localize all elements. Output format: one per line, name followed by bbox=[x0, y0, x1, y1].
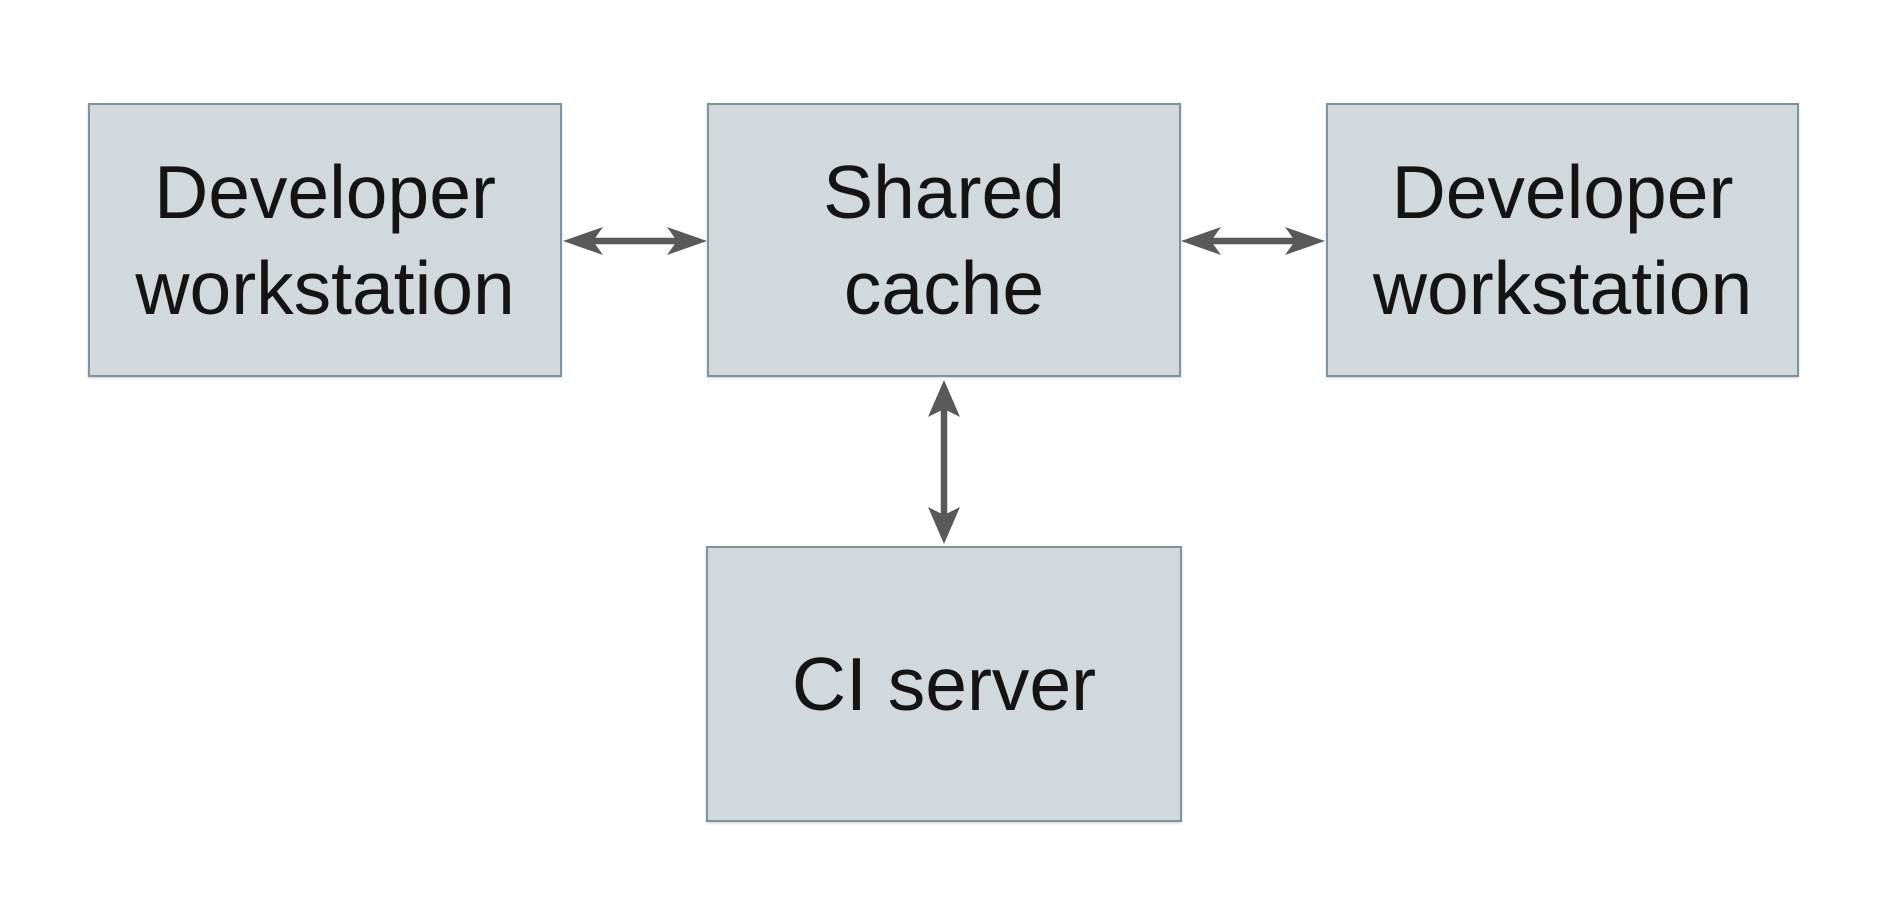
node-ci-server: CI server bbox=[706, 546, 1182, 822]
node-label-line: Developer bbox=[154, 150, 496, 234]
bidirectional-arrow-left-to-cache-icon bbox=[563, 227, 707, 255]
node-label-line: workstation bbox=[135, 246, 515, 330]
node-developer-workstation-left: Developer workstation bbox=[88, 103, 562, 377]
node-developer-workstation-right: Developer workstation bbox=[1326, 103, 1799, 377]
node-label-line: workstation bbox=[1372, 246, 1753, 330]
bidirectional-arrow-cache-to-right-icon bbox=[1181, 227, 1325, 255]
node-shared-cache: Shared cache bbox=[707, 103, 1181, 377]
node-label-line: Developer bbox=[1391, 150, 1734, 234]
node-label-line: Shared bbox=[823, 150, 1065, 234]
node-label-line: cache bbox=[843, 246, 1045, 330]
bidirectional-arrow-cache-to-ci-icon bbox=[928, 380, 960, 544]
node-label-line: CI server bbox=[791, 642, 1097, 726]
